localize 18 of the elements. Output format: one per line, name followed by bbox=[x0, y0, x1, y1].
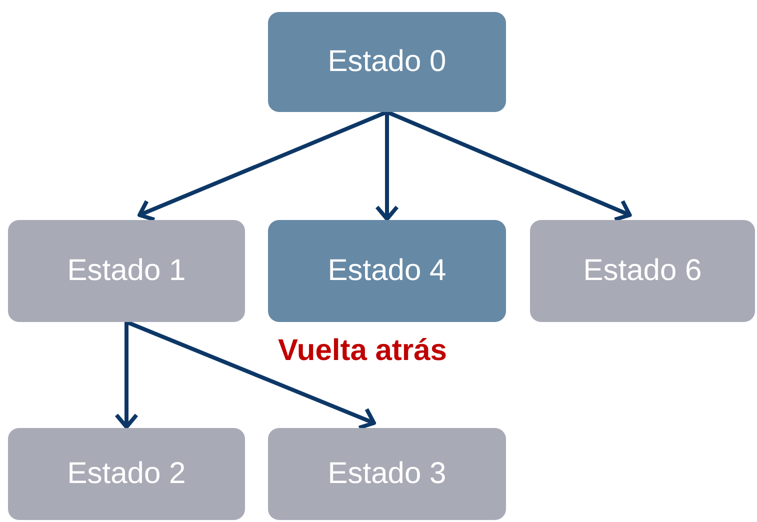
state-label: Estado 6 bbox=[583, 254, 702, 288]
state-box bbox=[268, 220, 506, 322]
state-box bbox=[268, 428, 506, 520]
state-box bbox=[8, 428, 245, 520]
state-box bbox=[530, 220, 755, 322]
arrow bbox=[375, 112, 399, 221]
state-box bbox=[268, 12, 506, 112]
state-label: Estado 4 bbox=[328, 254, 446, 288]
state-label: Estado 2 bbox=[67, 457, 186, 491]
arrow bbox=[114, 322, 138, 429]
state-label: Estado 3 bbox=[328, 457, 446, 491]
state-label: Estado 1 bbox=[67, 254, 186, 288]
arrow bbox=[126, 320, 376, 430]
state-label: Estado 0 bbox=[328, 45, 446, 79]
note-text: Vuelta atrás bbox=[278, 334, 447, 368]
arrow bbox=[386, 110, 632, 222]
arrow bbox=[138, 110, 388, 222]
state-box bbox=[8, 220, 245, 322]
